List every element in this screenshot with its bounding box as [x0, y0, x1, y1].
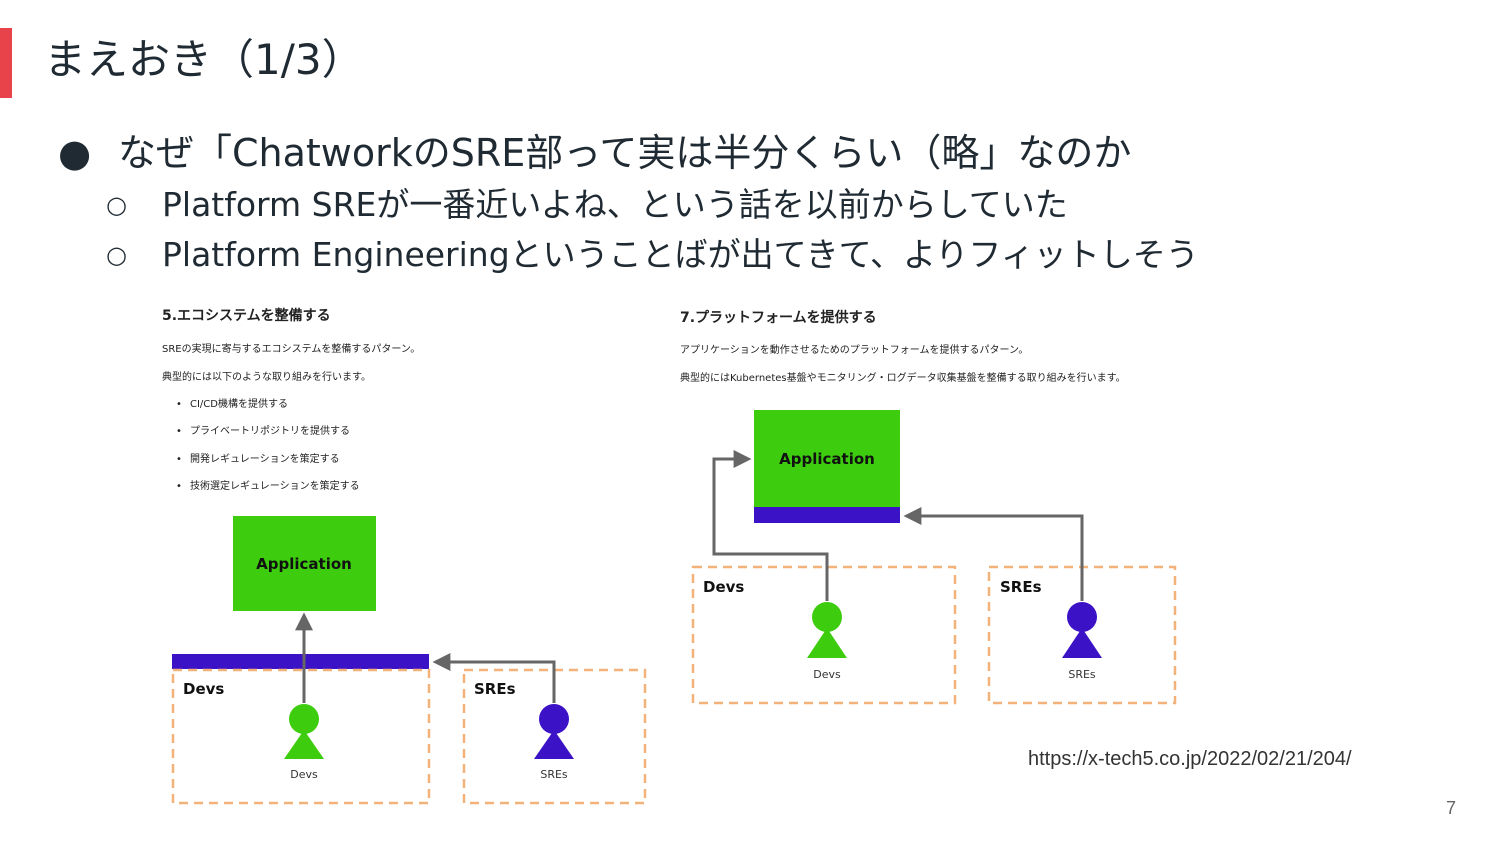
left-devs-box-label: Devs — [183, 680, 224, 698]
right-devs-box-label: Devs — [703, 578, 744, 596]
right-sres-box-label: SREs — [1000, 578, 1042, 596]
pattern-figure: 5.エコシステムを整備する SREの実現に寄与するエコシステムを整備するパターン… — [150, 298, 1210, 818]
accent-bar — [0, 28, 12, 98]
right-sres-person-label: SREs — [1068, 668, 1096, 681]
sres-to-platform-arrow — [903, 507, 1084, 601]
source-url: https://x-tech5.co.jp/2022/02/21/204/ — [1028, 748, 1352, 770]
left-list-item: 技術選定レギュレーションを策定する — [190, 479, 360, 492]
left-sres-box-label: SREs — [474, 680, 516, 698]
left-list-item: 開発レギュレーションを策定する — [190, 452, 340, 465]
slide-title: まえおき（1/3） — [44, 35, 364, 84]
right-devs-person-label: Devs — [813, 668, 841, 681]
list-bullet-icon: • — [176, 426, 182, 437]
devs-to-app-arrow — [712, 450, 829, 601]
left-diagram: 5.エコシステムを整備する SREの実現に寄与するエコシステムを整備するパターン… — [162, 307, 647, 805]
devs-person-icon — [284, 704, 324, 759]
right-application-label: Application — [779, 450, 875, 468]
left-heading: 5.エコシステムを整備する — [162, 307, 331, 324]
pattern-diagrams-svg: 5.エコシステムを整備する SREの実現に寄与するエコシステムを整備するパターン… — [162, 307, 1177, 805]
sres-to-platform-arrow — [432, 653, 556, 703]
bullet-list: ● なぜ「ChatworkのSRE部って実は半分くらい（略」なのか ○ Plat… — [58, 126, 1478, 280]
bullet-main: ● なぜ「ChatworkのSRE部って実は半分くらい（略」なのか — [58, 126, 1478, 180]
page-number: 7 — [1445, 798, 1456, 818]
list-bullet-icon: • — [176, 481, 182, 492]
left-list-item: プライベートリポジトリを提供する — [190, 424, 350, 437]
sub-bullet: ○ Platform SREが一番近いよね、という話を以前からしていた — [106, 180, 1478, 230]
right-desc-1: アプリケーションを動作させるためのプラットフォームを提供するパターン。 — [680, 343, 1028, 356]
bullet-dot-icon: ● — [58, 131, 92, 175]
right-diagram: 7.プラットフォームを提供する アプリケーションを動作させるためのプラットフォー… — [680, 309, 1177, 705]
sub-bullet-circle-icon: ○ — [106, 191, 127, 219]
sres-person-icon — [534, 704, 574, 759]
left-desc-2: 典型的には以下のような取り組みを行います。 — [162, 370, 371, 383]
left-desc-1: SREの実現に寄与するエコシステムを整備するパターン。 — [162, 342, 420, 355]
bullet-main-text: なぜ「ChatworkのSRE部って実は半分くらい（略」なのか — [118, 131, 1132, 175]
left-devs-box — [171, 668, 431, 805]
right-platform-bar — [754, 507, 900, 523]
right-application-box — [754, 410, 900, 507]
left-platform-bar — [172, 654, 429, 669]
sub-bullet-text: Platform SREが一番近いよね、という話を以前からしていた — [162, 185, 1068, 224]
list-bullet-icon: • — [176, 454, 182, 465]
left-application-box — [233, 516, 376, 611]
left-list-item: CI/CD機構を提供する — [190, 397, 288, 410]
left-sres-person-label: SREs — [540, 768, 568, 781]
sub-bullet-circle-icon: ○ — [106, 241, 127, 269]
sub-bullet-text: Platform Engineeringということばが出てきて、よりフィットしそ… — [162, 235, 1199, 274]
left-application-label: Application — [256, 555, 352, 573]
right-desc-2: 典型的にはKubernetes基盤やモニタリング・ログデータ収集基盤を整備する取… — [680, 371, 1126, 384]
left-devs-person-label: Devs — [290, 768, 318, 781]
sres-person-icon — [1062, 602, 1102, 658]
sub-bullet: ○ Platform Engineeringということばが出てきて、よりフィット… — [106, 230, 1478, 280]
right-heading: 7.プラットフォームを提供する — [680, 309, 877, 326]
devs-person-icon — [807, 602, 847, 658]
right-devs-box — [691, 565, 957, 705]
list-bullet-icon: • — [176, 399, 182, 410]
